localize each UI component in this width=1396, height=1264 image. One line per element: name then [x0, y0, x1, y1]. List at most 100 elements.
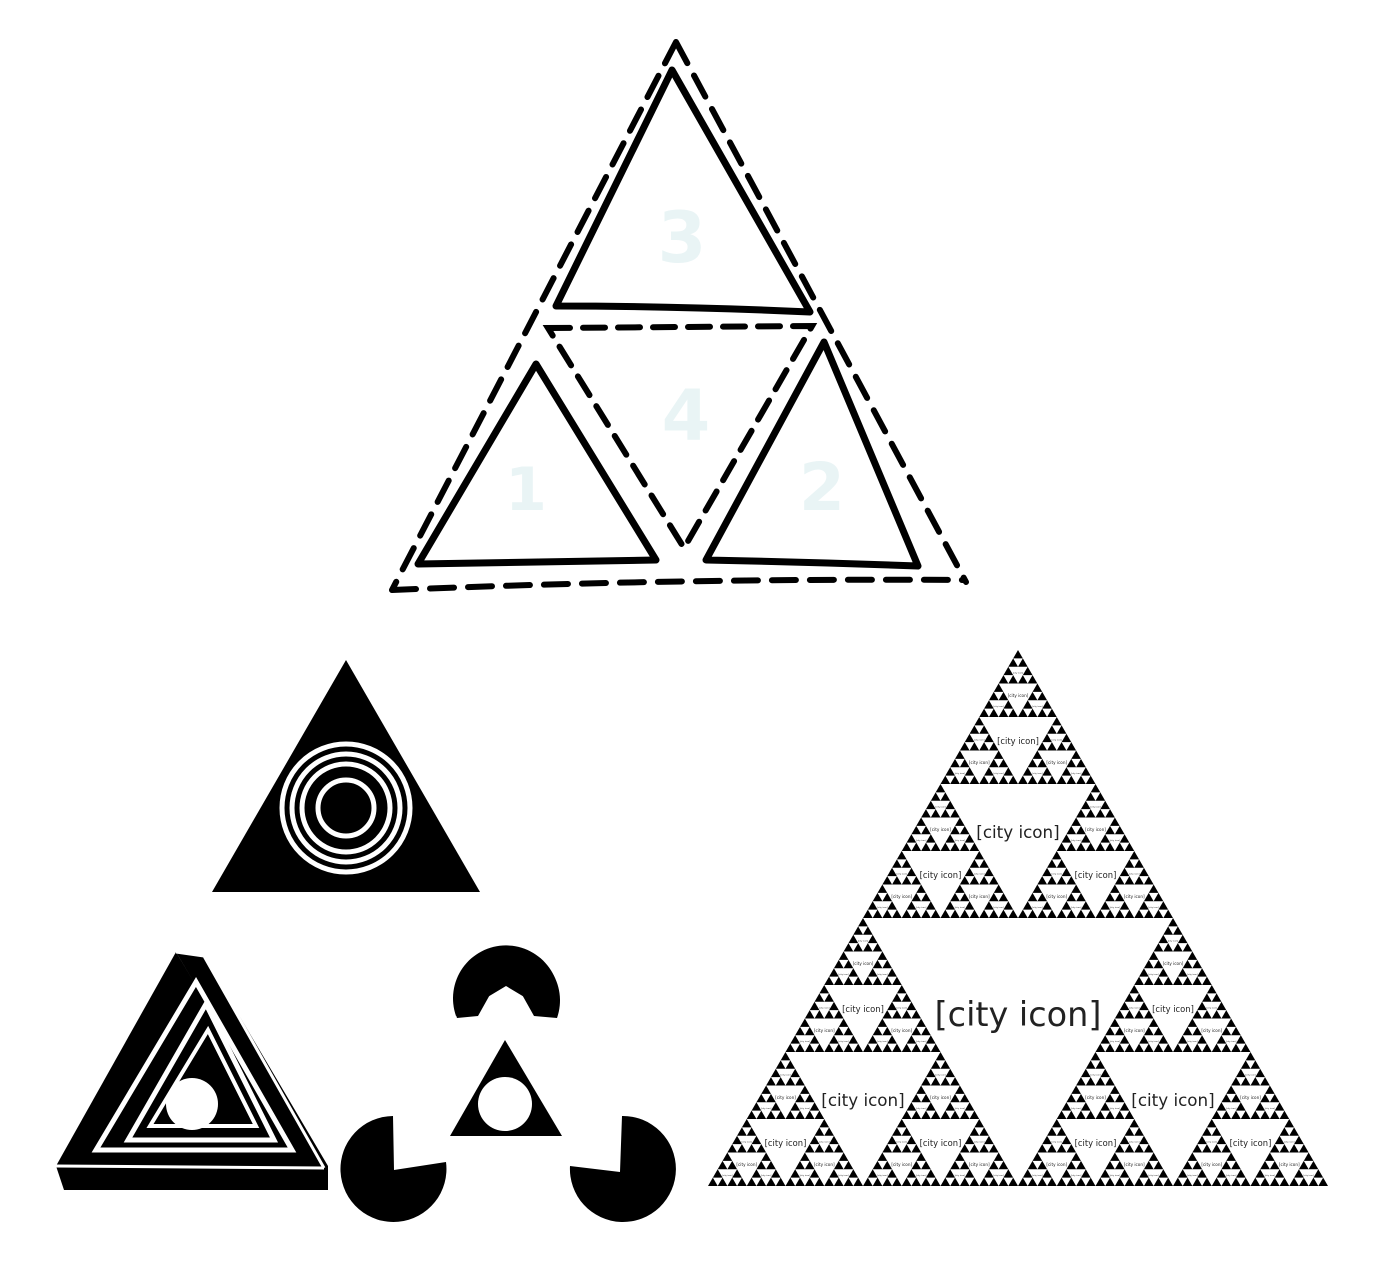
concentric-circles-triangle-icon	[212, 660, 480, 892]
sierpinski-hole	[906, 1110, 917, 1119]
sierpinski-hole	[1129, 859, 1140, 868]
city-icon-label: [city icon]	[1201, 1028, 1222, 1033]
sierpinski-hole	[1080, 1077, 1091, 1086]
city-icon-label: [city icon]	[814, 1028, 835, 1033]
sierpinski-hole	[925, 1110, 936, 1119]
city-icon-label: [city icon]	[974, 873, 985, 876]
sierpinski-hole	[1114, 1018, 1154, 1052]
sierpinski-hole	[911, 1102, 931, 1119]
sierpinski-hole	[921, 1085, 960, 1119]
city-icon-label: [city icon]	[993, 906, 1004, 909]
sierpinski-hole	[1168, 926, 1178, 935]
city-icon-label: [city icon]	[930, 827, 951, 832]
sierpinski-hole	[959, 750, 999, 784]
sierpinski-hole	[877, 892, 888, 902]
sierpinski-hole	[1080, 1110, 1091, 1119]
sierpinski-hole	[1085, 800, 1106, 818]
sierpinski-hole	[814, 1001, 834, 1019]
sierpinski-hole	[795, 1035, 815, 1052]
sierpinski-hole	[848, 943, 859, 952]
sierpinski-hole	[1071, 758, 1081, 768]
sierpinski-hole	[1100, 1110, 1111, 1119]
sierpinski-hole	[906, 1043, 917, 1052]
sierpinski-hole	[945, 909, 956, 918]
sierpinski-hole	[955, 892, 965, 902]
sierpinski-hole	[795, 1102, 815, 1119]
sierpinski-hole	[988, 767, 1009, 784]
sierpinski-hole	[1042, 708, 1052, 717]
city-icon-label: [city icon]	[1240, 1095, 1261, 1100]
sierpinski-hole	[1003, 675, 1014, 684]
sierpinski-hole	[950, 767, 970, 784]
sierpinski-hole	[1265, 1160, 1275, 1170]
sketch-digit-left: 1	[505, 455, 547, 525]
sierpinski-hole	[974, 1127, 985, 1136]
city-icon-label: [city icon]	[1075, 870, 1117, 880]
sierpinski-hole	[1139, 909, 1149, 918]
sierpinski-hole	[833, 1035, 854, 1052]
sierpinski-hole	[993, 691, 1004, 701]
sierpinski-hole	[950, 1102, 970, 1119]
sketch-outer-dashed	[389, 39, 969, 593]
city-icon-label: [city icon]	[1032, 1174, 1043, 1177]
city-icon-label: [city icon]	[1168, 940, 1179, 943]
city-icon-label: [city icon]	[935, 1074, 946, 1077]
sierpinski-hole	[1105, 1169, 1125, 1186]
sierpinski-hole	[1080, 809, 1091, 818]
city-icon-label: [city icon]	[891, 1162, 912, 1167]
city-icon-label: [city icon]	[1071, 906, 1082, 909]
sierpinski-hole	[901, 1119, 980, 1186]
sierpinski-hole	[906, 909, 917, 918]
city-icon-label: [city icon]	[1046, 1162, 1067, 1167]
sierpinski-hole	[1197, 1043, 1207, 1052]
sierpinski-hole	[804, 1018, 844, 1052]
sierpinski-hole	[1061, 876, 1072, 885]
sierpinski-hole	[746, 1119, 825, 1186]
sierpinski-hole	[1255, 1177, 1266, 1186]
sierpinski-hole	[829, 976, 839, 985]
sierpinski-hole	[964, 1144, 975, 1153]
sierpinski-hole	[824, 985, 902, 1052]
city-icon-label: [city icon]	[1071, 839, 1082, 842]
sierpinski-hole	[1100, 909, 1111, 918]
sierpinski-hole	[717, 1169, 738, 1186]
sierpinski-hole	[1105, 1035, 1125, 1052]
sierpinski-hole	[916, 1093, 926, 1103]
sierpinski-hole	[1260, 1169, 1280, 1186]
sierpinski-hole	[1061, 842, 1072, 851]
sierpinski-hole	[1124, 1001, 1144, 1019]
sierpinski-hole	[1119, 909, 1130, 918]
city-icon-label: [city icon]	[1090, 806, 1101, 809]
city-icon-label: [city icon]	[1090, 1074, 1101, 1077]
sierpinski-hole	[1105, 834, 1125, 851]
sierpinski-hole	[1265, 1093, 1275, 1103]
sierpinski-hole	[887, 1043, 897, 1052]
sierpinski-hole	[1071, 1093, 1081, 1103]
sierpinski-hole	[945, 1110, 956, 1119]
sierpinski-hole	[964, 876, 975, 885]
sierpinski-hole	[901, 851, 980, 918]
sierpinski-hole	[1124, 867, 1144, 885]
sierpinski-hole	[1076, 1085, 1115, 1119]
city-icon-label: [city icon]	[1071, 1174, 1082, 1177]
sierpinski-hole	[1143, 901, 1164, 918]
sierpinski-hole	[950, 901, 970, 918]
sierpinski-hole	[1158, 943, 1169, 952]
sierpinski-hole	[945, 1077, 956, 1086]
sierpinski-hole	[906, 1010, 917, 1019]
sierpinski-hole	[959, 884, 999, 918]
sketch-inner-dashed	[542, 322, 818, 554]
sierpinski-hole	[1143, 1169, 1164, 1186]
sierpinski-hole	[1187, 959, 1198, 969]
city-icon-label: [city icon]	[819, 1007, 830, 1010]
city-icon-label: [city icon]	[1148, 1174, 1159, 1177]
sierpinski-hole	[1226, 1093, 1236, 1103]
sierpinski-hole	[993, 1160, 1004, 1170]
sierpinski-hole	[925, 842, 936, 851]
sierpinski-hole	[1153, 951, 1193, 985]
sierpinski-hole	[984, 742, 994, 751]
city-icon-label: [city icon]	[858, 940, 869, 943]
city-icon-label: [city icon]	[780, 1074, 791, 1077]
city-icon-label: [city icon]	[1075, 1138, 1117, 1148]
